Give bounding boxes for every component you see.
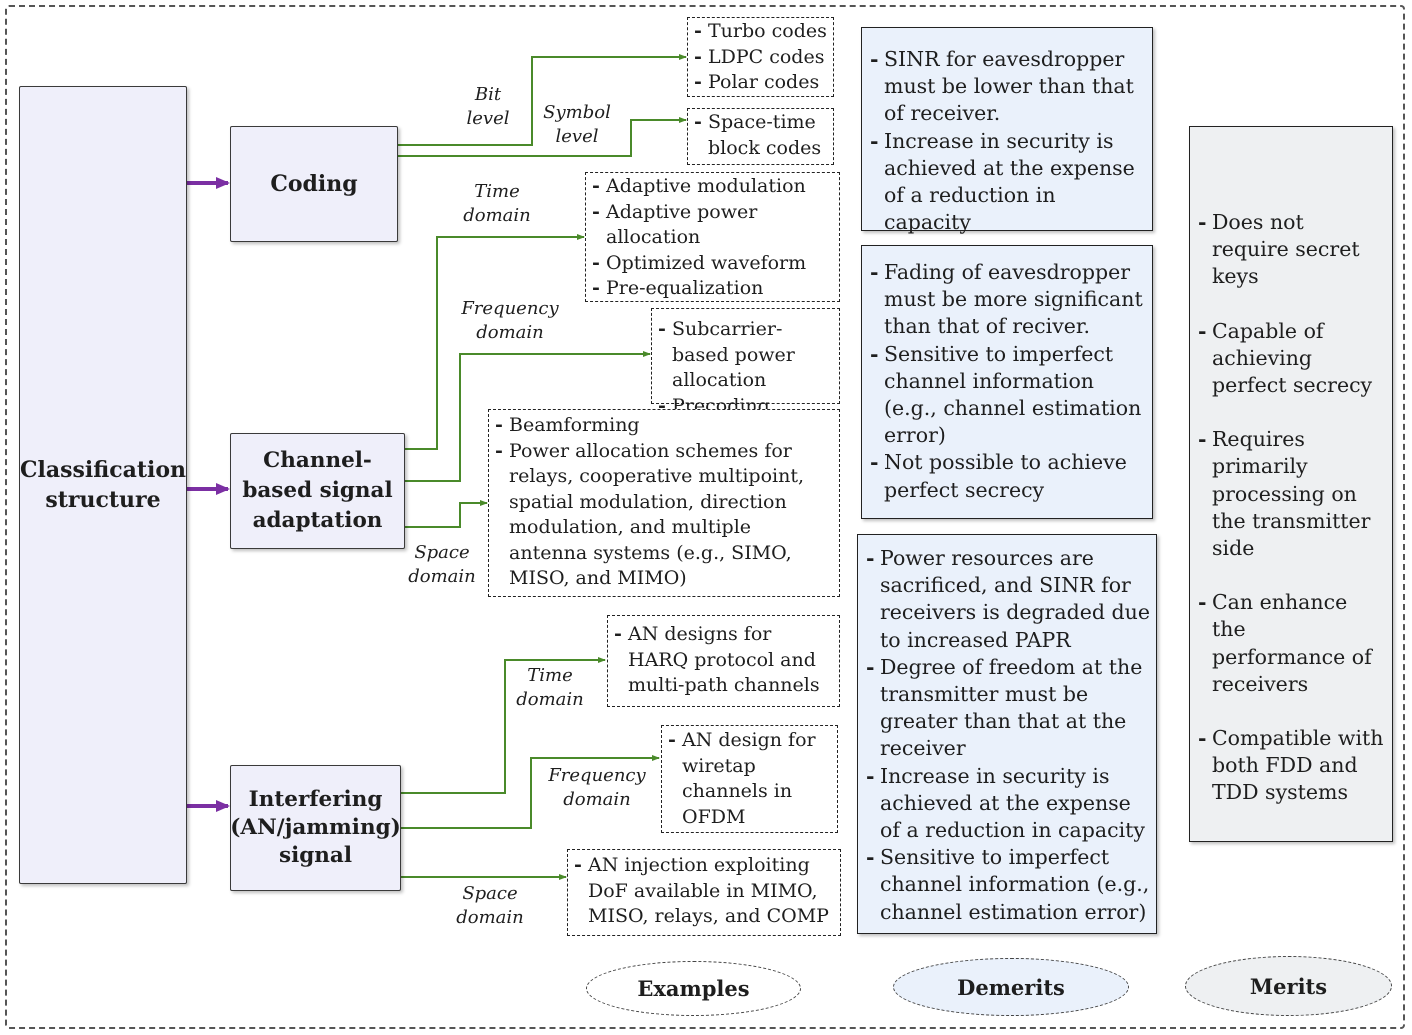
example-item: AN design for wiretap channels in OFDM [668,728,831,830]
merit-item: Requires primarily processing on the tra… [1198,426,1384,562]
merits-box: Does not require secret keys Capable of … [1189,126,1393,842]
coding-label: Coding [270,171,358,197]
example-item: Pre-equalization [592,276,833,302]
example-item: Space-time block codes [694,110,827,161]
demerit-item: Sensitive to imperfect channel informati… [866,844,1152,926]
demerit-item: Increase in security is achieved at the … [866,763,1152,845]
legend-merits: Merits [1185,956,1392,1016]
demerits-channel: Fading of eavesdropper must be more sign… [861,245,1153,519]
connector-time-domain-1 [405,234,585,450]
connector-freq-domain-1 [405,351,651,482]
outer-frame [5,5,1405,1029]
examples-an-freq-domain: AN design for wiretap channels in OFDM [661,725,838,833]
merit-item: Compatible with both FDD and TDD systems [1198,725,1384,807]
examples-an-space-domain: AN injection exploiting DoF available in… [567,849,841,936]
examples-an-time-domain: AN designs for HARQ protocol and multi-p… [607,615,840,707]
demerit-item: Not possible to achieve perfect secrecy [870,449,1144,503]
classification-structure-box: Classification structure [19,86,187,884]
example-item: Power allocation schemes for relays, coo… [495,439,833,592]
time-domain-label-1: Time domain [463,181,531,226]
channel-adaptation-label: Channel-based signal adaptation [242,448,393,533]
examples-space-domain: Beamforming Power allocation schemes for… [488,409,840,597]
connector-bit-level [398,54,687,146]
example-item: AN injection exploiting DoF available in… [574,853,834,930]
merit-item: Can enhance the performance of receivers [1198,589,1384,698]
legend-examples-label: Examples [637,976,750,1001]
space-domain-label-2: Space domain [456,883,524,928]
example-item: AN designs for HARQ protocol and multi-p… [614,622,833,699]
freq-domain-label-1: Frequency domain [461,298,559,343]
time-domain-label-2: Time domain [516,665,584,710]
examples-symbol-level: Space-time block codes [687,108,834,165]
bit-level-label: Bit level [466,84,510,129]
connector-space-domain-1 [405,500,488,528]
example-item: Adaptive power allocation [592,200,833,251]
coding-box: Coding [230,126,398,242]
demerit-item: Increase in security is achieved at the … [870,128,1144,237]
examples-bit-level: Turbo codes LDPC codes Polar codes [687,17,834,97]
example-item: LDPC codes [694,45,827,71]
legend-merits-label: Merits [1249,973,1328,999]
interfering-signal-box: Interfering (AN/jamming) signal [230,765,401,891]
demerits-coding: SINR for eavesdropper must be lower than… [861,27,1153,234]
demerit-item: Power resources are sacrificed, and SINR… [866,545,1152,654]
demerits-interfering: Power resources are sacrificed, and SINR… [857,534,1157,934]
legend-examples: Examples [586,961,801,1016]
channel-adaptation-box: Channel-based signal adaptation [230,433,405,549]
space-domain-label-1: Space domain [408,542,476,587]
examples-time-domain: Adaptive modulation Adaptive power alloc… [585,172,840,302]
demerit-item: Fading of eavesdropper must be more sign… [870,259,1144,341]
example-item: Adaptive modulation [592,174,833,200]
legend-demerits: Demerits [893,958,1129,1016]
demerit-item: Sensitive to imperfect channel informati… [870,341,1144,450]
merit-item: Does not require secret keys [1198,209,1384,291]
example-item: Subcarrier-based power allocation [658,317,833,394]
example-item: Turbo codes [694,19,827,45]
demerit-item: Degree of freedom at the transmitter mus… [866,654,1152,763]
connector-freq-domain-2 [401,755,660,829]
example-item: Beamforming [495,413,833,439]
demerit-item: SINR for eavesdropper must be lower than… [870,46,1144,128]
connector-time-domain-2 [401,657,606,794]
legend-demerits-label: Demerits [957,974,1065,1000]
merit-item: Capable of achieving perfect secrecy [1198,318,1384,400]
symbol-level-label: Symbol level [543,102,611,147]
interfering-signal-label: Interfering (AN/jamming) signal [230,787,401,868]
freq-domain-label-2: Frequency domain [548,765,646,810]
connector-symbol-level [398,117,687,157]
classification-structure-label: Classification structure [19,457,187,513]
examples-freq-domain: Subcarrier-based power allocation Precod… [651,308,840,419]
example-item: Polar codes [694,70,827,96]
example-item: Optimized waveform [592,251,833,277]
